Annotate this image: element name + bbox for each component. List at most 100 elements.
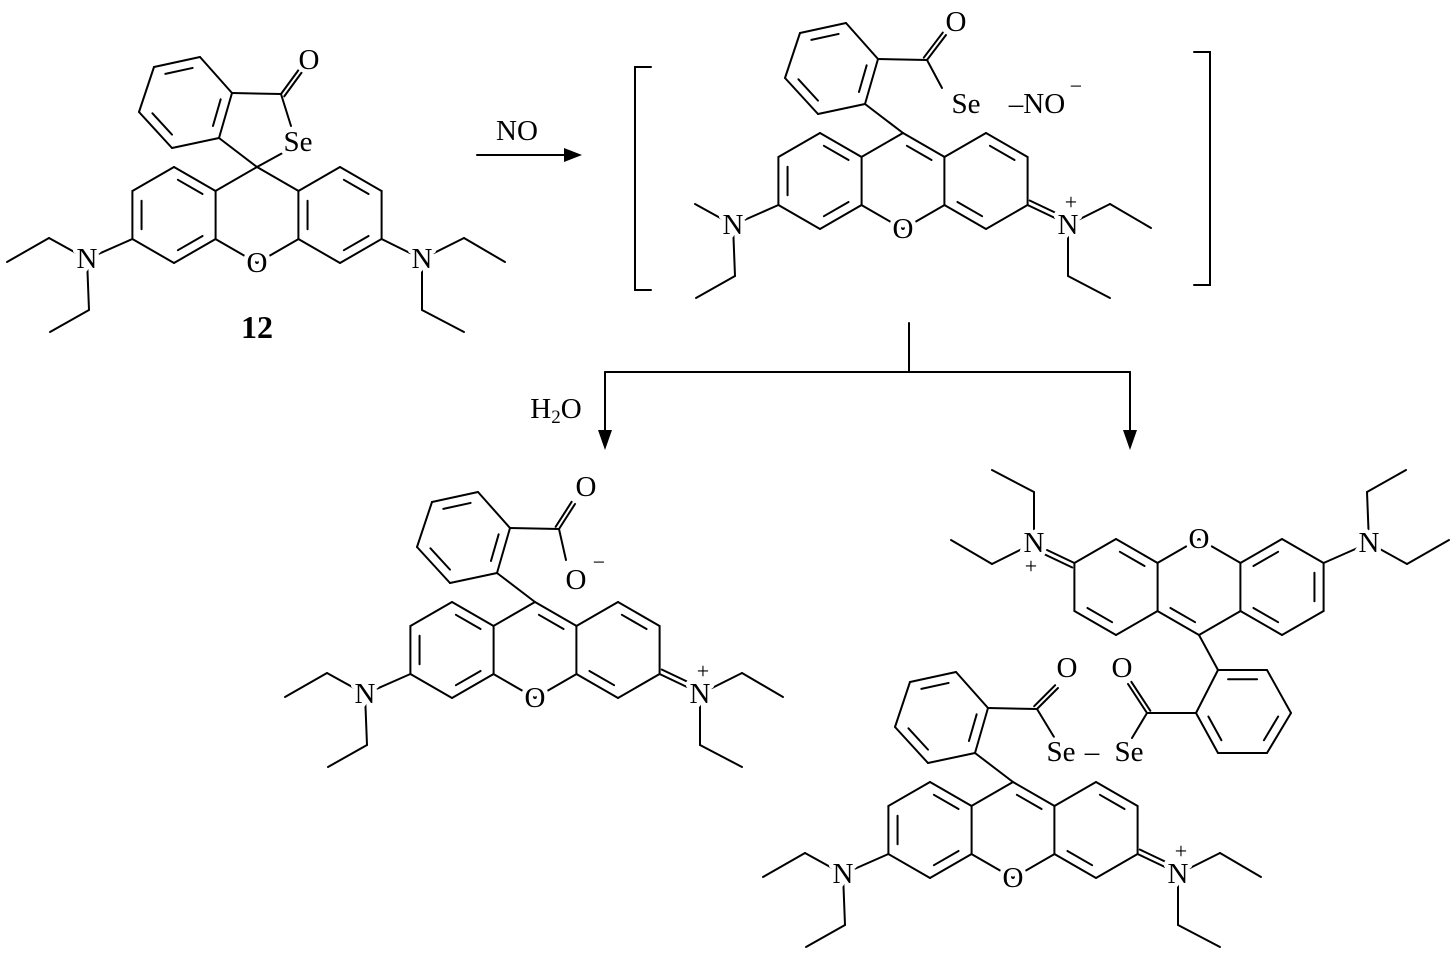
- ring-bond: [256, 238, 300, 264]
- amine-nitrogen: N: [412, 243, 433, 275]
- bond: [1067, 275, 1111, 299]
- negative-charge: −: [1070, 74, 1082, 99]
- ring-bond: [138, 66, 155, 113]
- double-bond: [558, 503, 576, 530]
- ring-bond: [496, 527, 511, 574]
- bond: [1219, 852, 1262, 878]
- double-bond: [1043, 553, 1074, 569]
- bond: [1322, 542, 1370, 564]
- bond: [991, 542, 1035, 565]
- carbonyl-oxygen: O: [1057, 652, 1078, 684]
- selenium: Se: [952, 88, 981, 120]
- ring-bond: [416, 546, 451, 584]
- ring-bond: [173, 238, 217, 264]
- ring-bond: [1115, 610, 1159, 636]
- ring-bond: [451, 673, 495, 699]
- bond: [1406, 539, 1450, 565]
- diselenide-bond: –: [1084, 736, 1100, 768]
- arrowhead-icon: [564, 148, 582, 162]
- reaction-arrow-no: NO: [476, 115, 582, 162]
- ring-bond: [534, 673, 578, 699]
- double-bond-inner: [151, 112, 173, 136]
- double-bond-inner: [454, 669, 482, 687]
- ring-bond: [909, 671, 957, 683]
- double-bond-inner: [164, 66, 194, 75]
- double-bond-inner: [537, 613, 565, 631]
- ring-bond: [339, 166, 383, 192]
- xanthene-oxygen: O: [247, 247, 268, 279]
- double-bond-inner: [342, 178, 370, 196]
- double-bond: [554, 500, 573, 528]
- ring-bond: [492, 673, 536, 699]
- bond: [1368, 542, 1408, 565]
- ring-bond: [451, 601, 495, 627]
- bond: [421, 237, 465, 260]
- ring-bond: [1053, 781, 1097, 807]
- double-bond: [1138, 848, 1169, 864]
- ring-bond: [297, 166, 341, 192]
- bond: [805, 924, 846, 948]
- amine-nitrogen: N: [1168, 858, 1189, 890]
- arrowhead-icon: [1123, 430, 1137, 450]
- double-bond-inner: [967, 713, 978, 742]
- double-bond: [1046, 549, 1076, 564]
- ring-bond: [985, 132, 1029, 158]
- double-bond-inner: [429, 547, 451, 571]
- bond: [974, 752, 1014, 783]
- ring-bond: [1239, 538, 1283, 564]
- double-bond: [922, 31, 944, 59]
- ring-bond: [894, 681, 911, 728]
- ring-bond: [943, 204, 987, 230]
- bond: [804, 852, 844, 875]
- double-bond-inner: [822, 200, 850, 218]
- xanthene-oxygen: O: [1003, 862, 1024, 894]
- ring-bond: [617, 601, 661, 627]
- bond: [380, 238, 423, 260]
- bond: [558, 528, 567, 561]
- bracket-right: [1193, 51, 1211, 286]
- ring-bond: [1266, 669, 1292, 714]
- ring-bond: [214, 166, 258, 192]
- double-bond-inner: [907, 727, 929, 751]
- double-bond-inner: [1262, 715, 1280, 742]
- positive-charge: +: [697, 659, 709, 684]
- ring-bond: [943, 132, 987, 158]
- bond: [256, 149, 289, 168]
- ring-bond: [817, 103, 866, 115]
- double-bond-inner: [1252, 550, 1280, 568]
- ring-bond: [1012, 853, 1056, 879]
- bond: [49, 309, 90, 333]
- amine-nitrogen: N: [1359, 527, 1380, 559]
- ring-bond: [929, 781, 973, 807]
- ring-bond: [860, 204, 904, 230]
- ring-bond: [138, 111, 173, 149]
- amine-nitrogen: N: [723, 209, 744, 241]
- bracket-left: [634, 66, 652, 291]
- double-bond: [926, 34, 947, 61]
- double-bond-inner: [454, 613, 482, 631]
- ring-bond: [777, 204, 821, 230]
- bond: [86, 238, 134, 260]
- bond: [1109, 203, 1152, 229]
- double-bond-inner: [1118, 550, 1146, 568]
- double-bond: [1026, 204, 1056, 219]
- ring-bond: [1115, 538, 1159, 564]
- bonds-layer: [6, 22, 1450, 948]
- bond: [695, 275, 736, 299]
- ring-bond: [887, 781, 931, 807]
- ring-bond: [256, 166, 300, 192]
- ring-bond: [985, 204, 1029, 230]
- bond: [1131, 712, 1148, 739]
- double-bond: [1036, 687, 1059, 710]
- ring-bond: [784, 32, 801, 79]
- double-bond-inner: [1086, 606, 1114, 624]
- carbonyl-oxygen: O: [1112, 652, 1133, 684]
- ring-bond: [416, 501, 433, 548]
- ring-bond: [1012, 781, 1056, 807]
- bond: [6, 237, 50, 263]
- ring-bond: [1239, 610, 1283, 636]
- ring-bond: [199, 56, 233, 94]
- bond: [950, 539, 993, 565]
- ring-bond: [339, 238, 383, 264]
- ring-bond: [431, 491, 479, 503]
